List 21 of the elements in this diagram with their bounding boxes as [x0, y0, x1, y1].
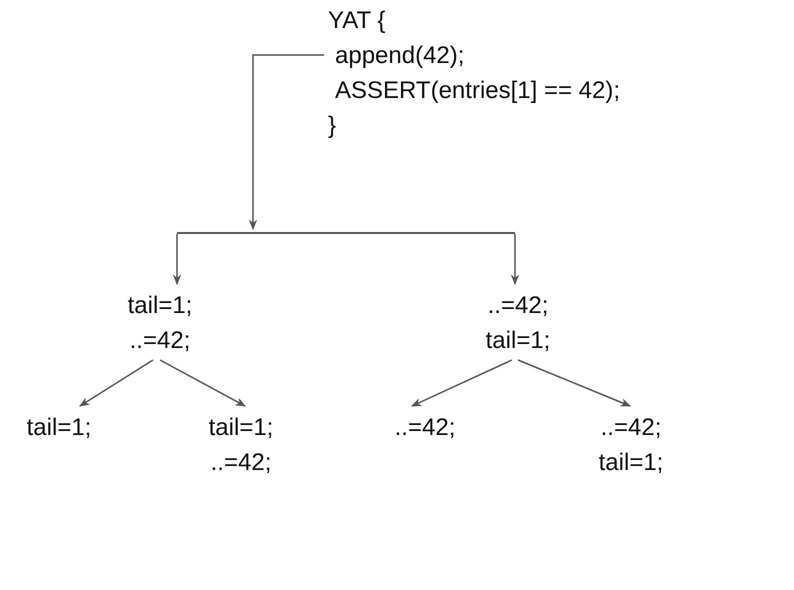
arrow: [411, 359, 512, 407]
code-line: ..=42;: [394, 413, 456, 443]
code-line: ASSERT(entries[1] == 42);: [334, 76, 620, 106]
arrow: [160, 359, 246, 407]
arrow: [248, 54, 324, 230]
code-line: }: [328, 111, 336, 141]
code-line: tail=1;: [598, 448, 664, 478]
code-line: tail=1;: [26, 413, 92, 443]
arrow: [518, 359, 631, 407]
code-line: tail=1;: [208, 413, 274, 443]
code-line: tail=1;: [486, 326, 550, 356]
code-line: append(42);: [334, 41, 464, 71]
code-line: ..=42;: [130, 326, 190, 356]
code-line: ..=42;: [600, 413, 662, 443]
arrow: [172, 234, 182, 286]
arrow: [79, 359, 154, 407]
code-line: ..=42;: [488, 291, 548, 321]
code-line: tail=1;: [128, 291, 192, 321]
code-line: ..=42;: [210, 448, 272, 478]
arrow: [510, 234, 520, 286]
code-line: YAT {: [328, 6, 386, 36]
